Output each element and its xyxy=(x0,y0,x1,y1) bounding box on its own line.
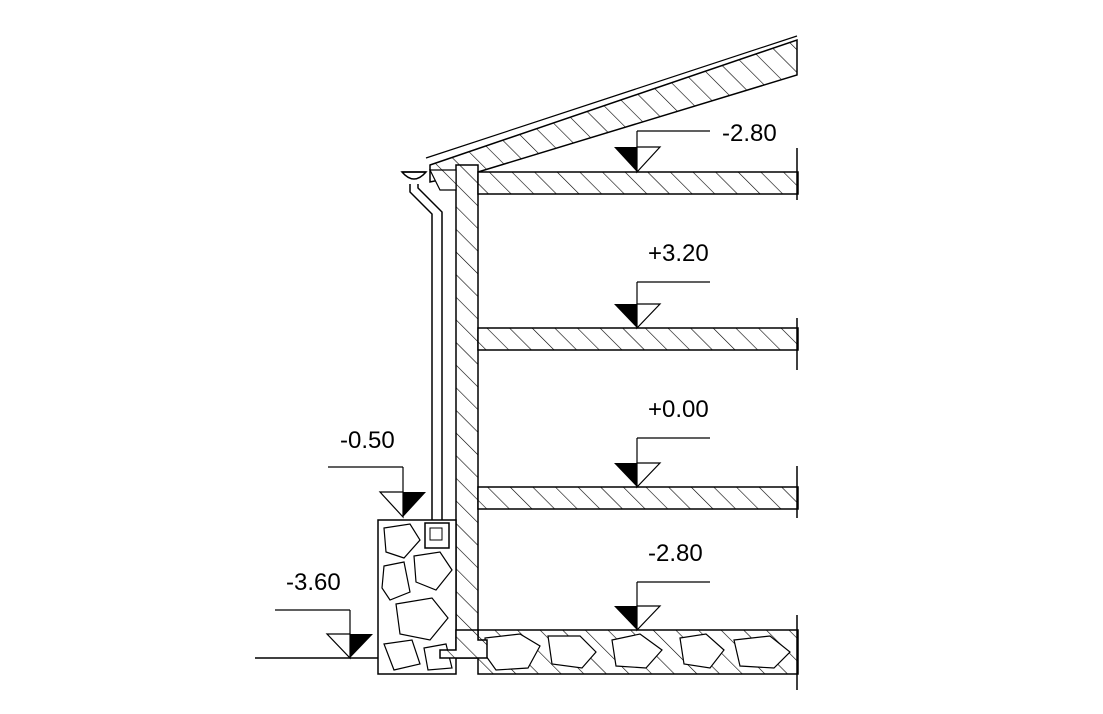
roof-floor-slab xyxy=(477,171,799,195)
level-marker-upper-floor: +3.20 xyxy=(614,240,710,330)
level-label-basement-floor: -2.80 xyxy=(648,540,703,567)
foundation-stones xyxy=(381,523,453,671)
level-label-footing: -3.60 xyxy=(286,569,341,596)
level-marker-roof: -2.80 xyxy=(614,120,777,174)
level-marker-ground-floor: +0.00 xyxy=(614,396,710,489)
roof-wall-joint xyxy=(429,169,457,191)
level-marker-footing: -3.60 xyxy=(275,569,373,660)
level-marker-exterior-ground: -0.50 xyxy=(328,427,426,519)
level-label-upper-floor: +3.20 xyxy=(648,240,709,267)
exterior-wall xyxy=(455,164,479,659)
ground-floor-slab xyxy=(477,486,799,510)
level-label-ground-floor: +0.00 xyxy=(648,396,709,423)
gutter-downpipe xyxy=(400,171,443,520)
level-label-exterior-ground: -0.50 xyxy=(340,427,395,454)
level-marker-basement-floor: -2.80 xyxy=(614,540,710,632)
wall-footing xyxy=(439,629,488,659)
upper-floor-slab xyxy=(477,327,799,351)
basement-slab-stones xyxy=(484,633,791,671)
level-label-roof: -2.80 xyxy=(722,120,777,147)
roof-slab xyxy=(429,38,798,183)
